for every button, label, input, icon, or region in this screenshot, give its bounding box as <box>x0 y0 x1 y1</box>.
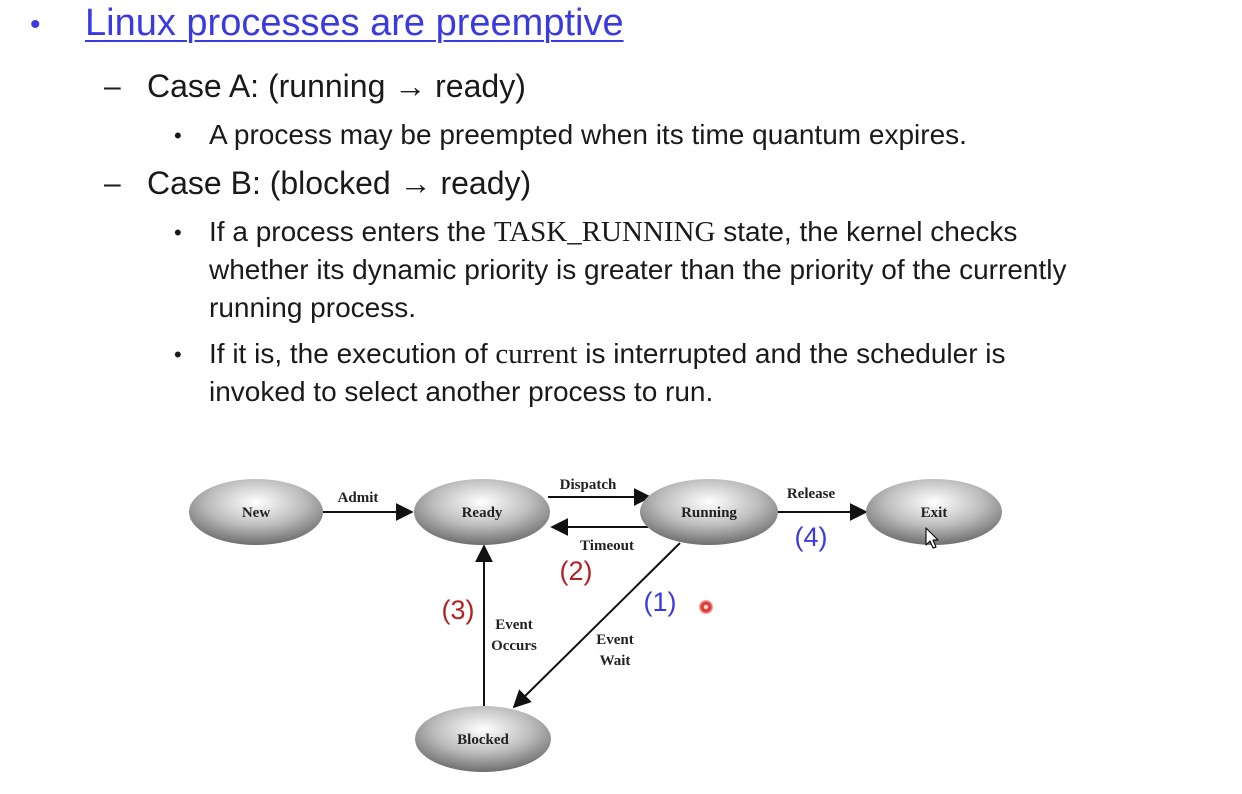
node-ready-label: Ready <box>462 505 503 521</box>
case-b-bullet1-dot: • <box>174 220 182 245</box>
case-b-bullet2-line1: If it is, the execution of current is in… <box>209 338 1006 371</box>
current-code: current <box>495 338 578 370</box>
node-ready: Ready <box>414 479 550 545</box>
case-b-bullet2-line2: invoked to select another process to run… <box>209 376 714 407</box>
case-a-bullet-dot: • <box>174 123 182 148</box>
node-new-label: New <box>242 505 270 521</box>
case-b-bullet1-pre: If a process enters the <box>209 216 494 247</box>
case-b-heading: Case B: (blocked → ready) <box>147 165 532 201</box>
case-a-bullet-text: A process may be preempted when its time… <box>209 119 967 150</box>
annotation-3: (3) <box>442 595 475 625</box>
node-running-label: Running <box>681 505 737 521</box>
release-label: Release <box>787 486 836 502</box>
slide-title: Linux processes are preemptive <box>85 2 624 44</box>
event-wait-label-line2: Wait <box>600 653 631 669</box>
admit-label: Admit <box>338 490 379 506</box>
task-running-code: TASK_RUNNING <box>493 216 716 248</box>
mouse-cursor-icon <box>925 527 939 549</box>
node-blocked: Blocked <box>415 706 551 772</box>
laser-pointer-icon <box>699 600 713 614</box>
node-new: New <box>189 479 323 545</box>
node-exit-label: Exit <box>921 505 948 521</box>
case-b-bullet1-line3: running process. <box>209 292 417 323</box>
case-b-bullet1-post: state, the kernel checks <box>715 216 1018 247</box>
timeout-label: Timeout <box>580 538 634 554</box>
case-b-bullet1-line2: whether its dynamic priority is greater … <box>209 254 1067 285</box>
node-blocked-label: Blocked <box>457 732 509 748</box>
case-a-heading: Case A: (running → ready) <box>147 68 526 104</box>
case-b-bullet2-dot: • <box>174 342 182 367</box>
event-occurs-label-line1: Event <box>495 617 533 633</box>
event-wait-arrow <box>512 542 681 709</box>
case-b-bullet2-pre: If it is, the execution of <box>209 338 496 369</box>
dispatch-label: Dispatch <box>560 477 617 493</box>
event-occurs-label-line2: Occurs <box>491 638 537 654</box>
title-bullet: • <box>30 8 41 41</box>
annotation-4: (4) <box>795 522 828 552</box>
case-b-dash: – <box>104 167 121 200</box>
case-a-dash: – <box>104 70 121 103</box>
event-wait-label-line1: Event <box>596 632 634 648</box>
annotation-1: (1) <box>644 587 677 617</box>
annotation-2: (2) <box>560 556 593 586</box>
node-exit: Exit <box>866 479 1002 545</box>
node-running: Running <box>640 479 778 545</box>
case-b-bullet2-post: is interrupted and the scheduler is <box>577 338 1006 369</box>
case-b-bullet1-line1: If a process enters the TASK_RUNNING sta… <box>209 216 1017 249</box>
